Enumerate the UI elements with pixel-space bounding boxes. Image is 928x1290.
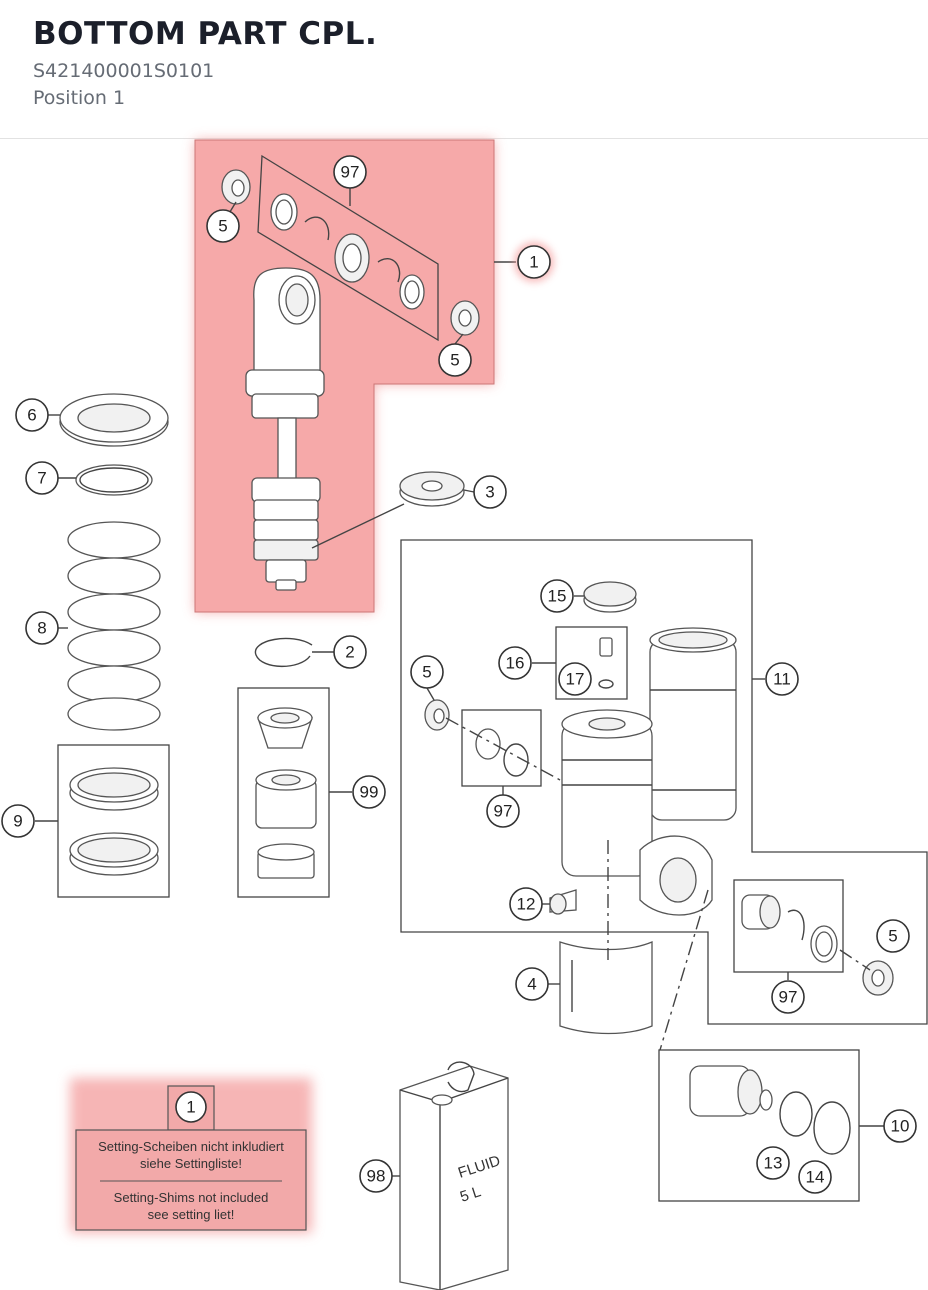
note-line-de-2: siehe Settingliste! (140, 1156, 242, 1171)
callout-97-top[interactable]: 97 (333, 155, 367, 189)
position-label: Position 1 (33, 87, 126, 109)
svg-text:14: 14 (806, 1168, 825, 1187)
svg-text:12: 12 (517, 895, 536, 914)
svg-text:15: 15 (548, 587, 567, 606)
valve-disc-3[interactable] (311, 471, 465, 549)
callout-12[interactable]: 12 (509, 887, 543, 921)
bushing-5-left[interactable] (221, 169, 251, 205)
svg-text:2: 2 (345, 643, 354, 662)
callout-97-middle[interactable]: 97 (486, 794, 520, 828)
reservoir-cap-15[interactable] (583, 581, 637, 613)
spring-retainer-6[interactable] (59, 393, 169, 447)
svg-text:8: 8 (37, 619, 46, 638)
callout-5-right[interactable]: 5 (876, 919, 910, 953)
callout-3[interactable]: 3 (473, 475, 507, 509)
callout-98[interactable]: 98 (359, 1159, 393, 1193)
callout-8[interactable]: 8 (25, 611, 59, 645)
callout-1-top[interactable]: 1 (514, 242, 554, 282)
seal-kit-right[interactable] (733, 879, 844, 973)
svg-text:1: 1 (529, 253, 538, 272)
svg-text:6: 6 (27, 406, 36, 425)
callout-10[interactable]: 10 (883, 1109, 917, 1143)
callout-6[interactable]: 6 (15, 398, 49, 432)
reservoir-canister-11[interactable] (649, 627, 737, 821)
page-title: BOTTOM PART CPL. (33, 16, 378, 52)
page-header: BOTTOM PART CPL. S421400001S0101 Positio… (0, 0, 928, 139)
note-line-de-1: Setting-Scheiben nicht inkludiert (98, 1139, 284, 1154)
svg-text:3: 3 (485, 483, 494, 502)
bushing-5-right[interactable] (450, 300, 480, 336)
callout-97-right[interactable]: 97 (771, 980, 805, 1014)
bleed-screw-12[interactable] (549, 889, 577, 915)
svg-text:5: 5 (218, 217, 227, 236)
callout-99[interactable]: 99 (352, 775, 386, 809)
callout-9[interactable]: 9 (1, 804, 35, 838)
damper-body[interactable] (245, 267, 325, 591)
adjuster-ring-kit-9[interactable] (57, 744, 170, 898)
svg-text:11: 11 (773, 670, 791, 689)
svg-text:4: 4 (527, 975, 536, 994)
reservoir-group-box (400, 539, 928, 1025)
can-label-volume: 5 L (458, 1183, 483, 1206)
callout-4[interactable]: 4 (515, 967, 549, 1001)
svg-text:99: 99 (360, 783, 379, 802)
svg-text:5: 5 (422, 663, 431, 682)
callout-1-note[interactable]: 1 (175, 1091, 207, 1123)
callout-11[interactable]: 11 (765, 662, 799, 696)
svg-text:97: 97 (779, 988, 798, 1007)
svg-text:10: 10 (891, 1117, 910, 1136)
svg-text:5: 5 (450, 351, 459, 370)
sealing-head-kit-99[interactable] (237, 687, 330, 898)
svg-text:97: 97 (494, 802, 513, 821)
bushing-5-right-lower[interactable] (862, 960, 894, 996)
svg-text:17: 17 (566, 670, 585, 689)
callout-15[interactable]: 15 (540, 579, 574, 613)
svg-text:13: 13 (764, 1154, 783, 1173)
coil-spring-8[interactable] (67, 521, 161, 731)
callout-5-top-left[interactable]: 5 (206, 209, 240, 243)
svg-text:97: 97 (341, 163, 360, 182)
leader-lines (35, 188, 884, 1177)
seal-kit-middle[interactable] (461, 709, 542, 787)
svg-text:98: 98 (367, 1167, 386, 1186)
svg-text:7: 7 (37, 469, 46, 488)
callout-14[interactable]: 14 (798, 1160, 832, 1194)
note-line-en-1: Setting-Shims not included (114, 1190, 269, 1205)
callout-5-middle[interactable]: 5 (410, 655, 444, 689)
callout-13[interactable]: 13 (756, 1146, 790, 1180)
callout-2[interactable]: 2 (333, 635, 367, 669)
label-sleeve-4[interactable] (559, 941, 653, 1035)
part-number: S421400001S0101 (33, 60, 215, 82)
note-line-en-2: see setting liet! (148, 1207, 235, 1222)
setting-shims-note: 1 Setting-Scheiben nicht inkludiert sieh… (75, 1085, 307, 1231)
svg-text:9: 9 (13, 812, 22, 831)
callout-5-top-right[interactable]: 5 (438, 343, 472, 377)
circlip-2[interactable] (254, 637, 313, 667)
callout-17[interactable]: 17 (558, 662, 592, 696)
seal-kit-top[interactable] (257, 154, 439, 342)
svg-text:16: 16 (506, 654, 525, 673)
callout-16[interactable]: 16 (498, 646, 532, 680)
svg-text:5: 5 (888, 927, 897, 946)
snap-ring-7[interactable] (75, 464, 153, 496)
svg-text:1: 1 (186, 1098, 195, 1117)
reservoir-body[interactable] (561, 709, 713, 916)
bushing-5-middle[interactable] (424, 699, 450, 731)
fluid-can-98[interactable]: FLUID 5 L (399, 1061, 509, 1290)
callout-7[interactable]: 7 (25, 461, 59, 495)
